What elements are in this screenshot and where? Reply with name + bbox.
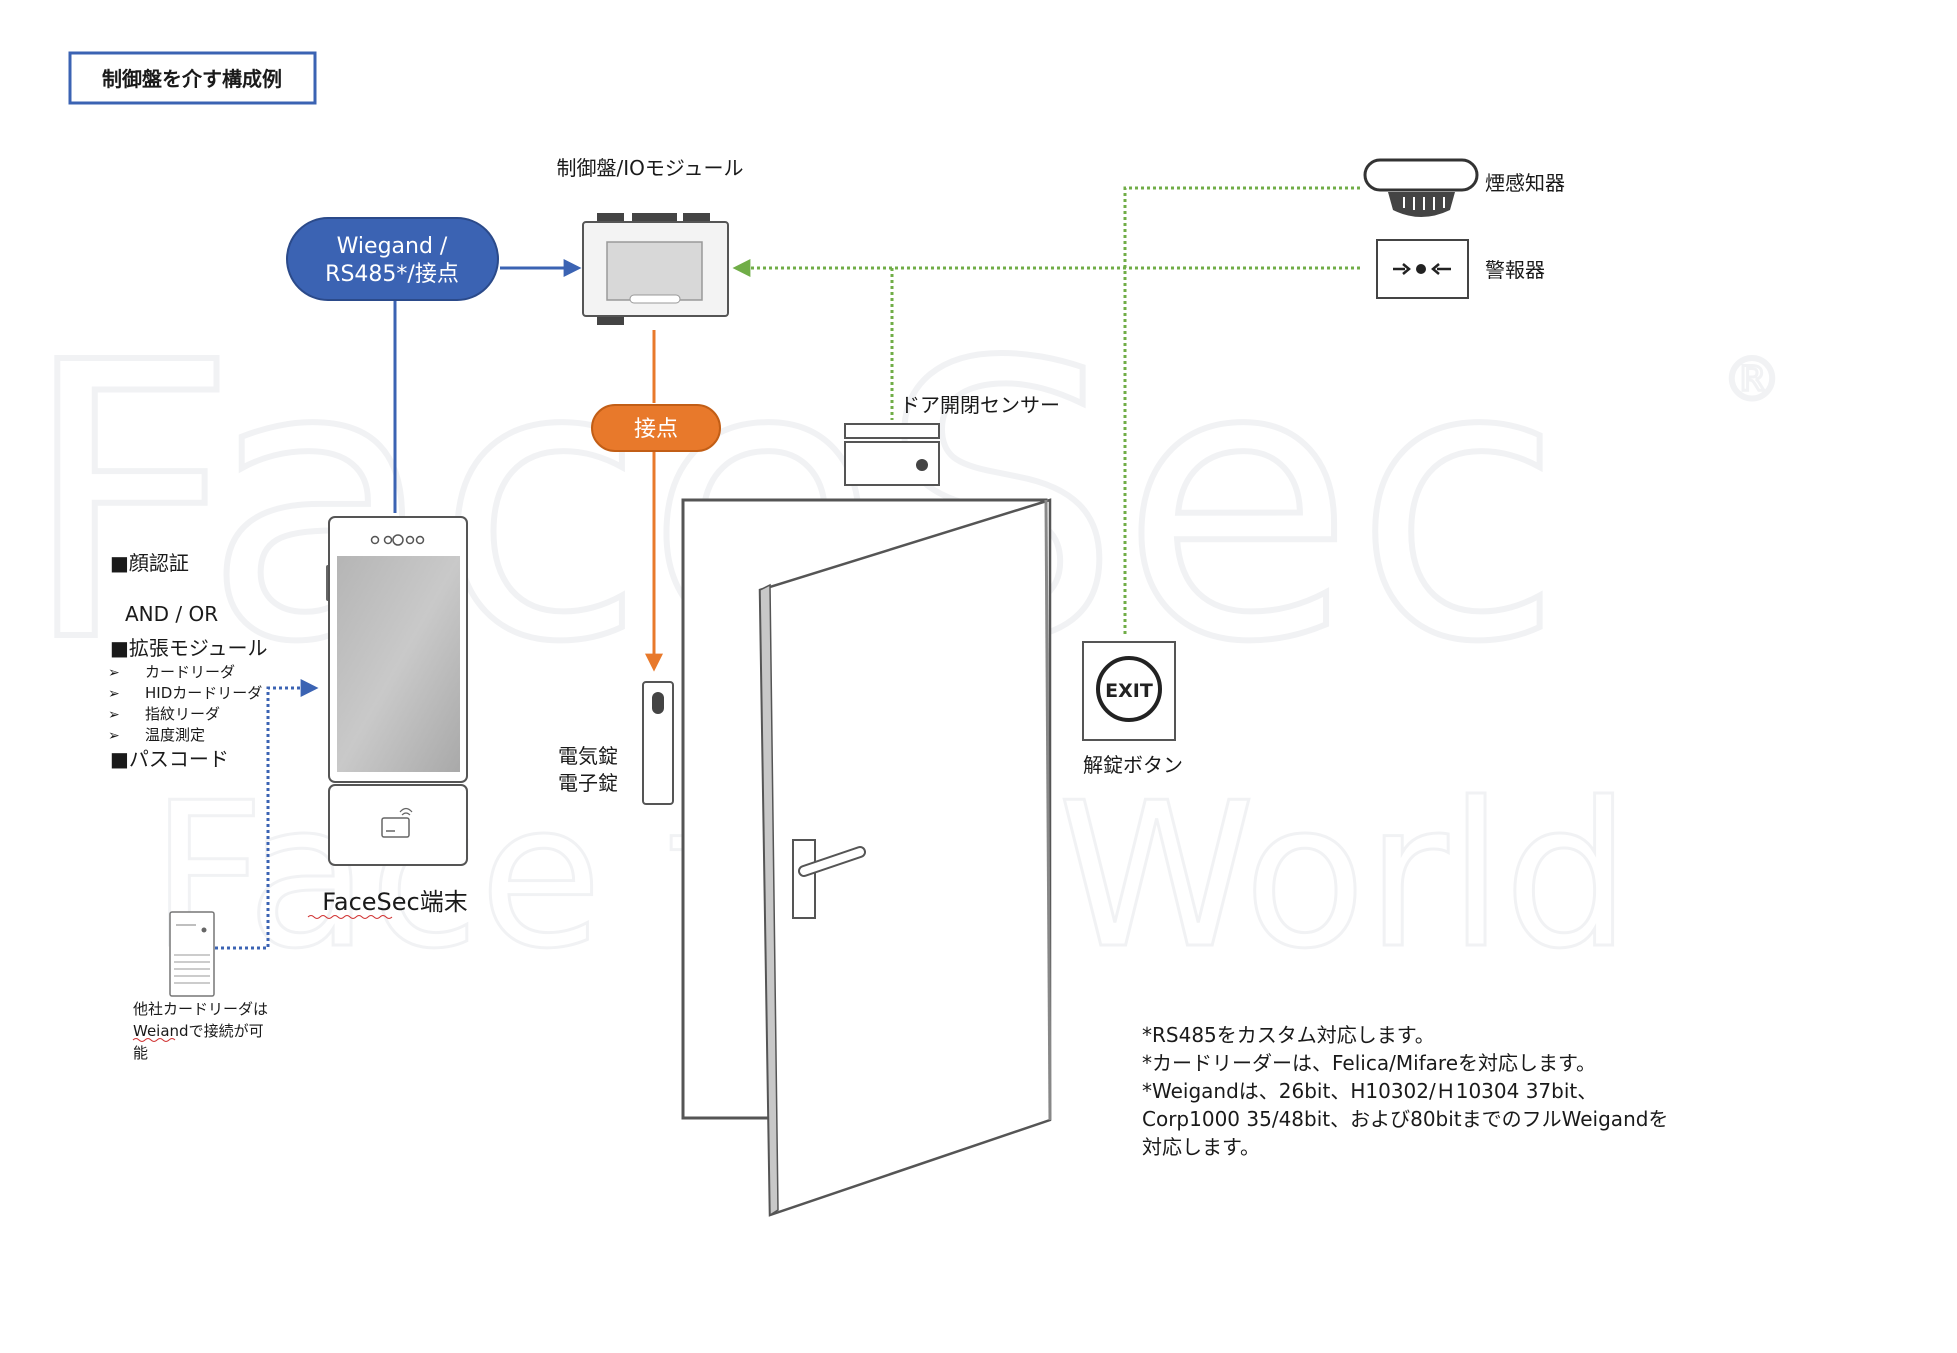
controller-unit: 制御盤/IOモジュール <box>557 156 744 325</box>
other-reader-device <box>169 911 215 997</box>
door <box>681 498 1052 1217</box>
feature-bullet: ➢ <box>108 665 120 681</box>
alarm-label: 警報器 <box>1485 258 1545 282</box>
note-line: *カードリーダーは、Felica/Mifareを対応します。 <box>1142 1051 1596 1075</box>
controller-label: 制御盤/IOモジュール <box>557 156 744 180</box>
other-reader-text: 他社カードリーダは <box>133 1000 268 1018</box>
wiegand-pill-line2: RS485*/接点 <box>325 262 459 287</box>
other-card-reader: 他社カードリーダは Weiandで接続が可 能 <box>132 911 268 1062</box>
feature-bullet: ➢ <box>108 686 120 702</box>
exit-button-label: 解錠ボタン <box>1083 753 1183 777</box>
feature-passcode: ■パスコード <box>110 747 229 771</box>
door-sensor: ドア開閉センサー <box>844 393 1060 486</box>
smoke-detector: 煙感知器 <box>1363 158 1565 217</box>
notes: *RS485をカスタム対応します。 *カードリーダーは、Felica/Mifar… <box>1142 1023 1668 1159</box>
other-reader-text: Weiandで接続が可 <box>133 1022 264 1040</box>
alarm-icon <box>1376 239 1469 299</box>
door-handle <box>800 848 864 875</box>
exit-icon: EXIT <box>1096 656 1162 722</box>
feature-face: ■顔認証 <box>110 551 189 575</box>
facesec-terminal: FaceSec端末 <box>307 516 468 919</box>
smoke-detector-label: 煙感知器 <box>1485 171 1565 195</box>
feature-list: ■顔認証 AND / OR ■拡張モジュール ➢ カードリーダ ➢ HIDカード… <box>108 551 268 771</box>
feature-item: カードリーダ <box>145 663 235 681</box>
feature-item: HIDカードリーダ <box>145 684 262 702</box>
controller-panel <box>606 241 703 301</box>
feature-module: ■拡張モジュール <box>110 636 268 660</box>
title-label: 制御盤を介す構成例 <box>102 67 282 91</box>
feature-bullet: ➢ <box>108 707 120 723</box>
title-box: 制御盤を介す構成例 <box>68 51 317 105</box>
smoke-exit-line <box>1123 186 1360 635</box>
terminal-screen <box>337 556 460 772</box>
terminal-card-module <box>328 784 468 866</box>
alarm: 警報器 <box>1376 239 1545 299</box>
exit-button: EXIT 解錠ボタン <box>1082 641 1183 777</box>
feature-andor: AND / OR <box>125 602 218 626</box>
electric-lock-body <box>642 681 674 805</box>
watermark-registered: ® <box>1722 345 1782 415</box>
terminal-label: FaceSec端末 <box>322 888 467 916</box>
note-line: Corp1000 35/48bit、および80bitまでのフルWeigandを <box>1142 1107 1668 1131</box>
exit-icon-text: EXIT <box>1105 680 1153 702</box>
door-handle-plate <box>792 839 816 919</box>
contact-pill-label: 接点 <box>634 417 678 442</box>
feature-bullet: ➢ <box>108 728 120 744</box>
electric-lock-line2: 電子錠 <box>558 771 618 795</box>
other-reader-line <box>215 679 319 950</box>
note-line: 対応します。 <box>1142 1135 1260 1159</box>
connections <box>215 186 1360 950</box>
door-sensor-magnet <box>844 423 940 439</box>
other-reader-text: 能 <box>133 1044 148 1062</box>
smoke-detector-icon <box>1363 158 1479 217</box>
feature-item: 温度測定 <box>145 726 205 744</box>
electric-lock: 電気錠 電子錠 <box>558 681 674 805</box>
nfc-card-icon <box>381 807 413 838</box>
note-line: *Weigandは、26bit、H10302/Ｈ10304 37bit、 <box>1142 1079 1597 1103</box>
electric-lock-line1: 電気錠 <box>558 744 618 768</box>
wiegand-pill-line1: Wiegand / <box>337 234 448 259</box>
feature-item: 指紋リーダ <box>145 705 220 723</box>
wiegand-pill: Wiegand / RS485*/接点 <box>286 217 499 301</box>
note-line: *RS485をカスタム対応します。 <box>1142 1023 1435 1047</box>
door-sensor-label: ドア開閉センサー <box>900 393 1060 417</box>
contact-pill: 接点 <box>591 404 721 452</box>
